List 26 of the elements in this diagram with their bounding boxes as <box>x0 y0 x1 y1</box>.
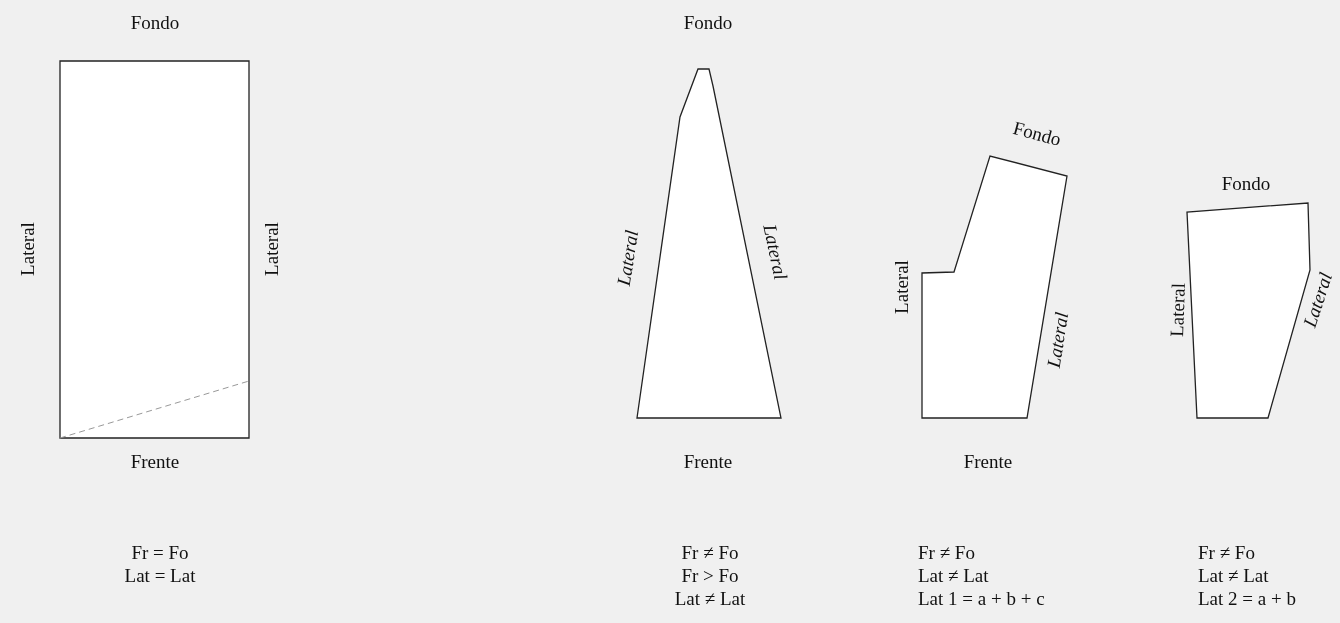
side-label: Frente <box>683 451 733 473</box>
formula: Lat 1 = a + b + c <box>918 588 1045 610</box>
formula: Lat 2 = a + b <box>1198 588 1296 610</box>
side-label: Lateral <box>891 260 913 314</box>
formula: Lat ≠ Lat <box>918 565 989 587</box>
formula: Fr ≠ Fo <box>1198 542 1255 564</box>
formula: Fr > Fo <box>681 565 739 587</box>
side-label: Lateral <box>612 228 644 288</box>
formula: Fr ≠ Fo <box>681 542 739 564</box>
formula: Lat ≠ Lat <box>1198 565 1269 587</box>
side-label: Fondo <box>130 12 180 34</box>
formula: Fr ≠ Fo <box>918 542 975 564</box>
formula: Fr = Fo <box>131 542 189 564</box>
side-label: Fondo <box>683 12 733 34</box>
formula: Lat = Lat <box>124 565 196 587</box>
side-label: Lateral <box>261 222 283 276</box>
side-label: Lateral <box>758 222 792 282</box>
side-label: Frente <box>963 451 1013 473</box>
side-label: Lateral <box>1166 282 1190 338</box>
side-label: Lateral <box>1298 270 1338 330</box>
side-label: Lateral <box>17 222 39 276</box>
side-label: Fondo <box>1221 173 1271 195</box>
side-label: Frente <box>130 451 180 473</box>
formula: Lat ≠ Lat <box>674 588 746 610</box>
side-label: Fondo <box>1010 117 1064 151</box>
side-label: Lateral <box>1042 310 1074 370</box>
